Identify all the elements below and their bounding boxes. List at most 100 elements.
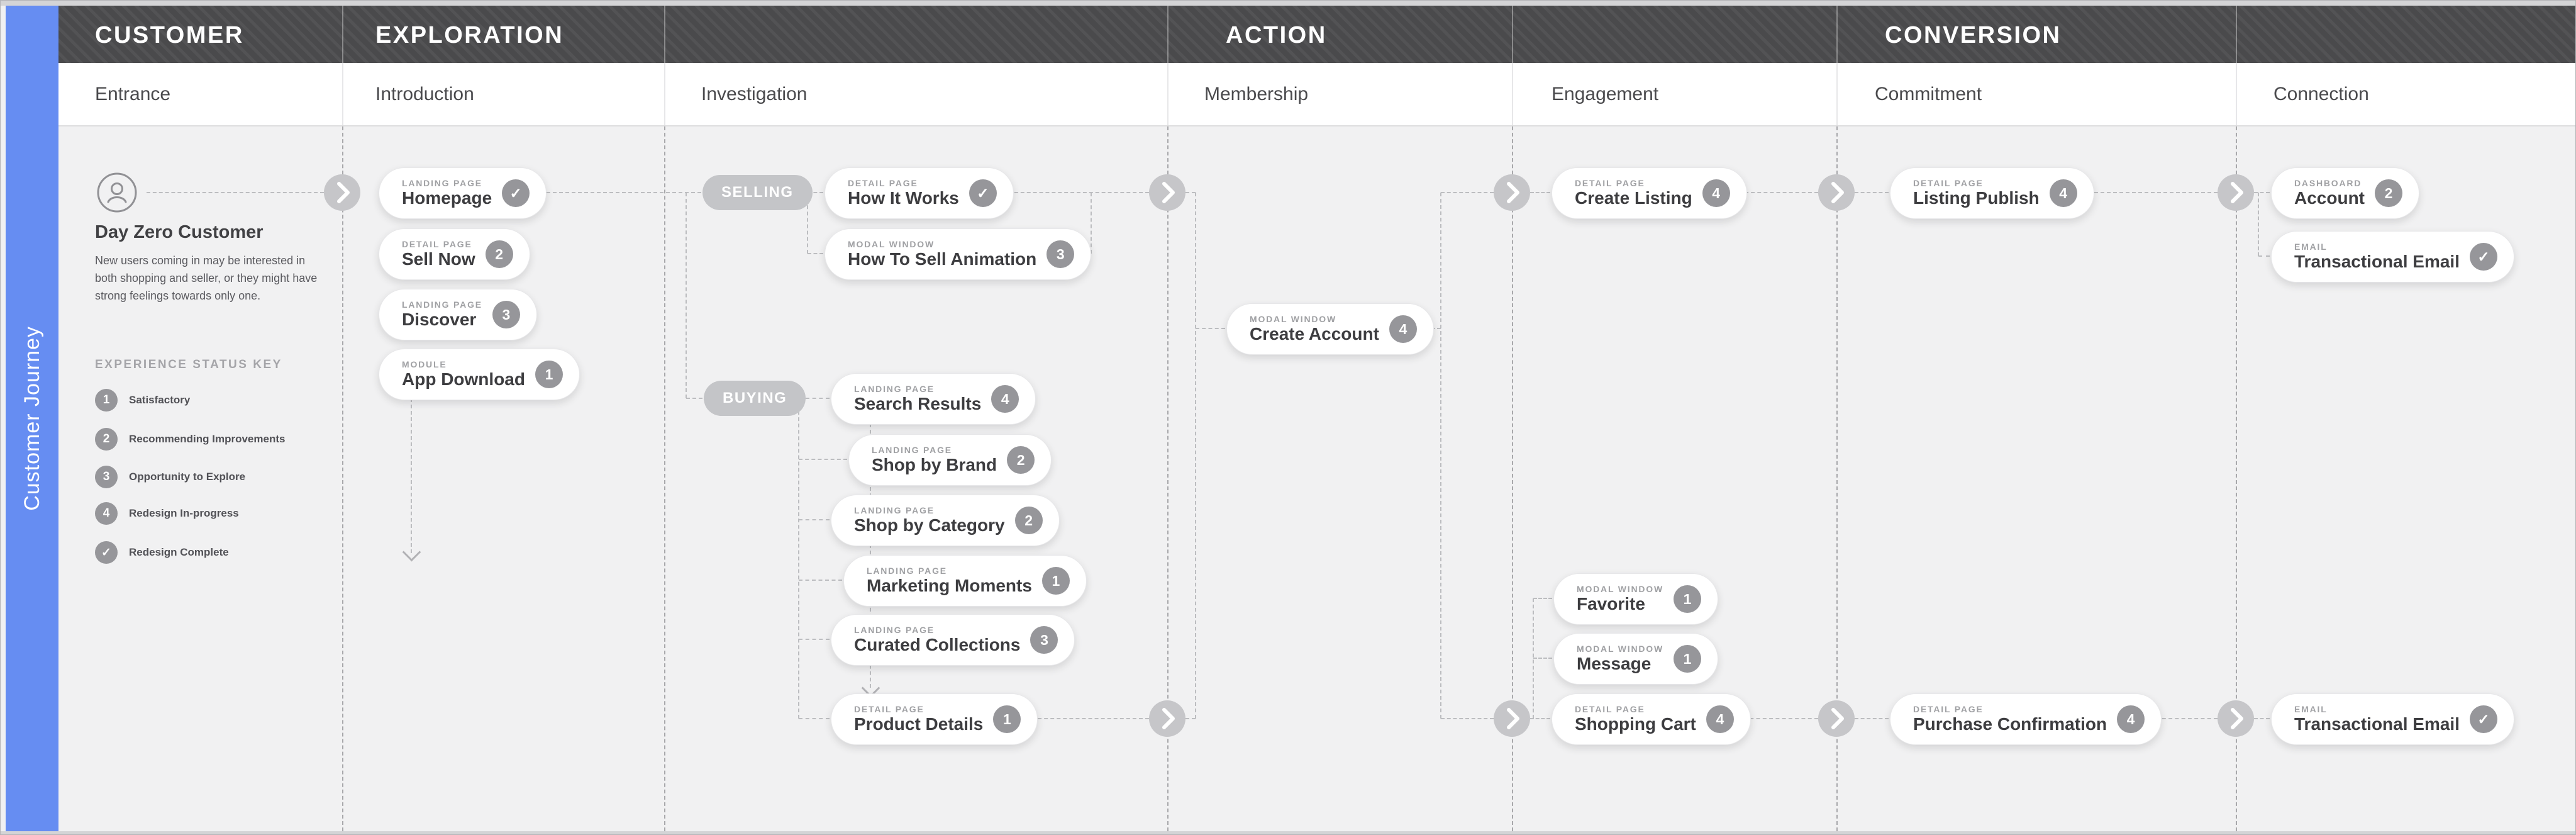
node-title: Favorite bbox=[1577, 593, 1645, 614]
status-badge: 3 bbox=[1046, 240, 1075, 268]
connector-line bbox=[686, 398, 702, 399]
connector-line bbox=[1185, 718, 1196, 719]
status-key-label: Satisfactory bbox=[129, 394, 191, 406]
node-type-label: DETAIL PAGE bbox=[1575, 177, 1645, 188]
connector-line bbox=[411, 398, 412, 553]
flow-arrow-icon bbox=[1149, 174, 1185, 211]
node-type-label: DETAIL PAGE bbox=[854, 703, 924, 714]
column-separator bbox=[1167, 126, 1169, 831]
connector-line bbox=[1743, 718, 1818, 719]
node-type-label: LANDING PAGE bbox=[854, 624, 935, 635]
connector-line bbox=[2254, 718, 2270, 719]
status-badge: 1 bbox=[1674, 585, 1701, 613]
bottom-edge-strip bbox=[1, 831, 2575, 834]
phase-band-separator bbox=[2236, 6, 2237, 63]
status-key-label: Redesign Complete bbox=[129, 546, 229, 558]
connector-line bbox=[798, 398, 799, 719]
connector-line bbox=[786, 398, 830, 399]
key-check-icon: ✓ bbox=[95, 541, 118, 564]
node-title: Homepage bbox=[402, 188, 492, 208]
phase-band-separator bbox=[1836, 6, 1838, 63]
connector-line bbox=[2082, 192, 2218, 193]
status-key-item: 2 Recommending Improvements bbox=[95, 428, 285, 451]
connector-line bbox=[799, 639, 830, 640]
column-separator bbox=[1836, 126, 1838, 831]
node-title: Create Account bbox=[1250, 323, 1379, 344]
connector-line bbox=[1008, 192, 1149, 193]
flow-arrow-icon bbox=[1818, 174, 1855, 211]
connector-line bbox=[1440, 193, 1441, 719]
status-badge: 3 bbox=[1030, 626, 1058, 654]
sidebar-title: Customer Journey bbox=[19, 326, 44, 511]
node-type-label: LANDING PAGE bbox=[854, 505, 935, 515]
connector-line bbox=[799, 459, 847, 460]
connector-line bbox=[1441, 718, 1494, 719]
persona-title: Day Zero Customer bbox=[95, 222, 264, 242]
node-title: Discover bbox=[402, 309, 477, 329]
status-badge: 4 bbox=[2117, 705, 2145, 733]
persona-description: New users coming in may be interested in… bbox=[95, 254, 318, 302]
key-badge-number: 2 bbox=[95, 428, 118, 451]
person-icon bbox=[97, 172, 137, 213]
phase-title-customer: CUSTOMER bbox=[95, 22, 244, 48]
top-edge-strip bbox=[1, 1, 2575, 6]
phase-band-separator bbox=[1167, 6, 1169, 63]
status-badge: 2 bbox=[2375, 179, 2402, 207]
status-badge: 4 bbox=[1389, 315, 1417, 343]
subphase-title-investigation: Investigation bbox=[701, 84, 808, 104]
node-type-label: EMAIL bbox=[2294, 703, 2328, 714]
subphase-title-engagement: Engagement bbox=[1552, 84, 1659, 104]
node-type-label: DASHBOARD bbox=[2294, 177, 2362, 188]
status-badge: 2 bbox=[485, 240, 513, 268]
status-badge: 2 bbox=[1014, 507, 1043, 534]
phase-band-separator bbox=[1512, 6, 1513, 63]
phase-title-conversion: CONVERSION bbox=[1885, 22, 2062, 48]
connector-line bbox=[1196, 328, 1225, 329]
subphase-separator bbox=[2236, 63, 2237, 125]
key-badge-number: 1 bbox=[95, 389, 118, 412]
status-badge: 1 bbox=[1674, 645, 1701, 673]
connector-line bbox=[147, 192, 324, 193]
node-title: Message bbox=[1577, 653, 1652, 673]
status-key-item: ✓ Redesign Complete bbox=[95, 541, 229, 564]
phase-band-separator bbox=[342, 6, 343, 63]
phase-title-action: ACTION bbox=[1226, 22, 1327, 48]
connector-line bbox=[1091, 193, 1092, 254]
status-badge: 4 bbox=[1706, 705, 1734, 733]
node-title: Create Listing bbox=[1575, 188, 1692, 208]
node-type-label: MODULE bbox=[402, 359, 447, 369]
node-title: App Download bbox=[402, 369, 525, 389]
status-key-label: Recommending Improvements bbox=[129, 433, 286, 445]
node-title: Shop by Category bbox=[854, 515, 1005, 535]
